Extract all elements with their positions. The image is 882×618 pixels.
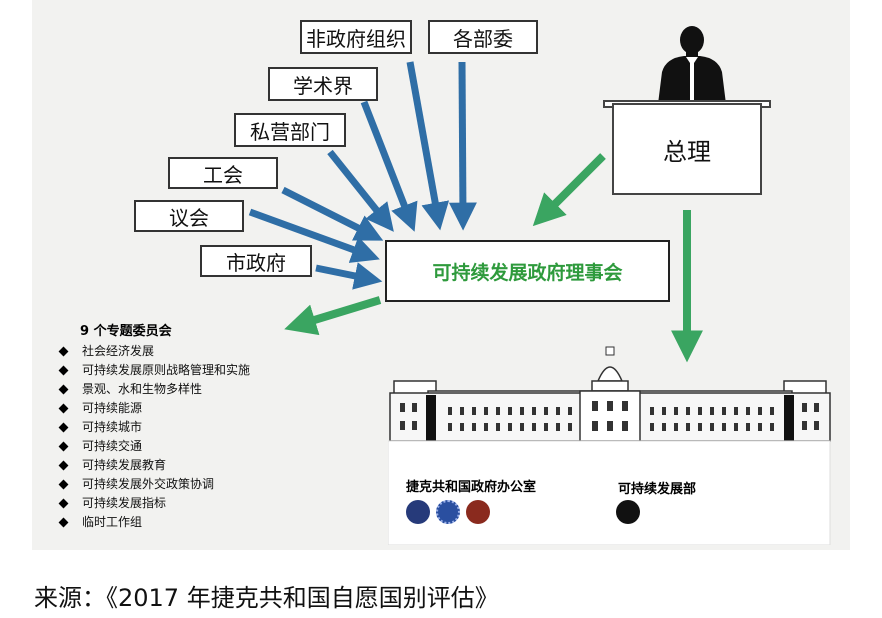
committee-item: 可持续发展指标: [58, 494, 250, 513]
committee-item: 可持续发展教育: [58, 456, 250, 475]
sustainability-circles-icon: [616, 500, 640, 524]
committee-label: 景观、水和生物多样性: [82, 382, 203, 396]
diamond-bullet-icon: [58, 384, 69, 395]
unions-box: 工会: [168, 157, 278, 189]
municipalities-box: 市政府: [200, 245, 312, 277]
government-building-icon: [388, 346, 831, 545]
diamond-bullet-icon: [58, 460, 69, 471]
parliament-label: 议会: [169, 205, 209, 230]
committee-item: 社会经济发展: [58, 342, 250, 361]
sd-department-label: 可持续发展部: [618, 482, 697, 497]
diamond-bullet-icon: [58, 498, 69, 509]
committee-item: 可持续发展原则战略管理和实施: [58, 361, 250, 380]
diamond-bullet-icon: [58, 517, 69, 528]
committee-label: 可持续发展原则战略管理和实施: [82, 363, 251, 377]
diamond-bullet-icon: [58, 422, 69, 433]
arrow-pm-to-council: [532, 153, 606, 227]
prime-minister-figure: [658, 26, 726, 104]
committee-label: 可持续交通: [82, 439, 143, 453]
council-box: 可持续发展政府理事会: [385, 240, 670, 302]
committee-label: 可持续发展外交政策协调: [82, 477, 215, 491]
prime-minister-box: 总理: [612, 103, 762, 195]
arrow-ministries: [448, 61, 477, 231]
committee-item: 景观、水和生物多样性: [58, 380, 250, 399]
diamond-bullet-icon: [58, 479, 69, 490]
committee-label: 可持续发展指标: [82, 496, 167, 510]
government-office-label: 捷克共和国政府办公室: [406, 480, 537, 495]
committee-label: 可持续能源: [82, 401, 143, 415]
diamond-bullet-icon: [58, 441, 69, 452]
diamond-bullet-icon: [58, 403, 69, 414]
committee-item: 可持续能源: [58, 399, 250, 418]
ngo-label: 非政府组织: [306, 26, 406, 51]
eu-stars-icon: [436, 500, 460, 524]
unions-label: 工会: [203, 162, 243, 187]
arrow-council-to-committees: [284, 296, 382, 336]
committee-label: 社会经济发展: [82, 344, 155, 358]
committees-list: 社会经济发展 可持续发展原则战略管理和实施 景观、水和生物多样性 可持续能源 可…: [58, 342, 250, 532]
committees-title: 9 个专题委员会: [80, 324, 172, 339]
arrow-unions: [281, 186, 384, 241]
private-sector-box: 私营部门: [234, 113, 346, 147]
cutlery-emblem-icon: [466, 500, 490, 524]
ministries-box: 各部委: [428, 20, 538, 54]
prime-minister-label: 总理: [663, 137, 711, 166]
arrow-ngo: [406, 61, 450, 231]
arrow-private: [327, 149, 394, 232]
parliament-box: 议会: [134, 200, 244, 232]
academia-label: 学术界: [293, 73, 353, 98]
private-sector-label: 私营部门: [250, 119, 330, 144]
arrow-parliament: [248, 208, 380, 263]
source-caption: 来源：《2017 年捷克共和国自愿国别评估》: [34, 584, 499, 612]
arrow-municipalities: [315, 262, 383, 290]
diamond-bullet-icon: [58, 365, 69, 376]
diamond-bullet-icon: [58, 346, 69, 357]
council-label: 可持续发展政府理事会: [432, 261, 623, 284]
committee-item: 可持续发展外交政策协调: [58, 475, 250, 494]
ministries-label: 各部委: [453, 26, 513, 51]
lion-emblem-icon: [406, 500, 430, 524]
ngo-box: 非政府组织: [300, 20, 412, 54]
committee-label: 临时工作组: [82, 515, 143, 529]
municipalities-label: 市政府: [226, 250, 286, 275]
committee-item: 可持续交通: [58, 437, 250, 456]
academia-box: 学术界: [268, 67, 378, 101]
committee-label: 可持续发展教育: [82, 458, 167, 472]
committee-item: 临时工作组: [58, 513, 250, 532]
committee-label: 可持续城市: [82, 420, 143, 434]
arrow-academia: [360, 100, 418, 232]
committee-item: 可持续城市: [58, 418, 250, 437]
